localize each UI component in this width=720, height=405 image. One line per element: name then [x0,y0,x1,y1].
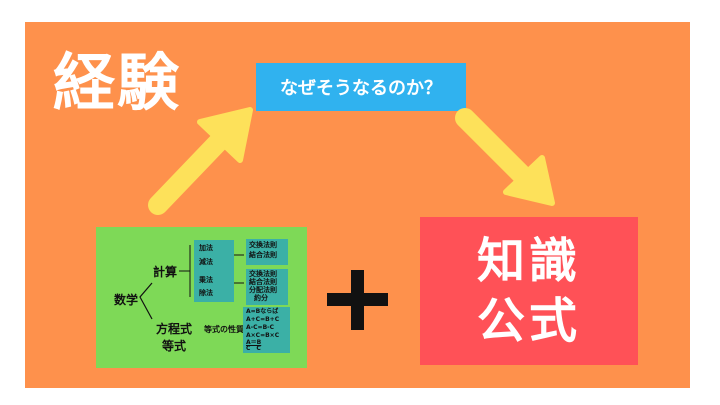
mindmap-eq-property: 等式の性質 [204,325,244,334]
eq-rule-5: A＝B [246,339,262,346]
law-2-1: 交換法則 [249,270,277,278]
eq-rule-4: A×C=B×C [246,332,280,339]
mindmap-branch-eq: 方程式 [156,322,193,336]
mindmap-root: 数学 [114,293,139,307]
law-1-2: 結合法則 [249,251,277,259]
mindmap-laws-box-1 [246,239,288,265]
title-experience: 経験 [53,46,182,119]
mindmap-branch-eq2: 等式 [162,339,187,353]
arrow-down-right-icon [455,108,555,206]
calc-item-2: 減法 [199,258,213,266]
mindmap-eq-rules-box [243,307,290,353]
law-2-4: 約分 [254,294,268,302]
law-2-3: 分配法則 [249,286,277,294]
calc-item-1: 加法 [199,244,213,252]
arrow-up-right-icon [148,107,253,215]
eq-rule-3: A-C=B-C [246,324,275,331]
knowledge-line-2: 公式 [476,293,581,349]
mindmap-lines [139,245,244,320]
mindmap-laws-box-2 [246,269,288,305]
mindmap-calc-box [194,240,234,302]
knowledge-box: 知識 公式 [420,217,638,365]
question-box: なぜそうなるのか？ [256,63,466,111]
law-1-1: 交換法則 [249,241,277,249]
eq-rule-2: A+C=B+C [246,316,280,323]
knowledge-line-1: 知識 [476,233,581,289]
law-2-2: 結合法則 [249,278,277,286]
mindmap-branch-calc: 計算 [153,265,178,279]
eq-rule-1: A=Bならば [246,308,279,315]
mindmap-image: 数学 計算 方程式 等式 等式の性質 加法 減法 乗法 除法 交換法則 結合法則… [96,227,307,368]
eq-rule-6: C C [246,345,261,352]
calc-item-4: 除法 [199,289,213,297]
calc-item-3: 乗法 [199,276,213,284]
plus-horizontal-bar [327,293,388,306]
